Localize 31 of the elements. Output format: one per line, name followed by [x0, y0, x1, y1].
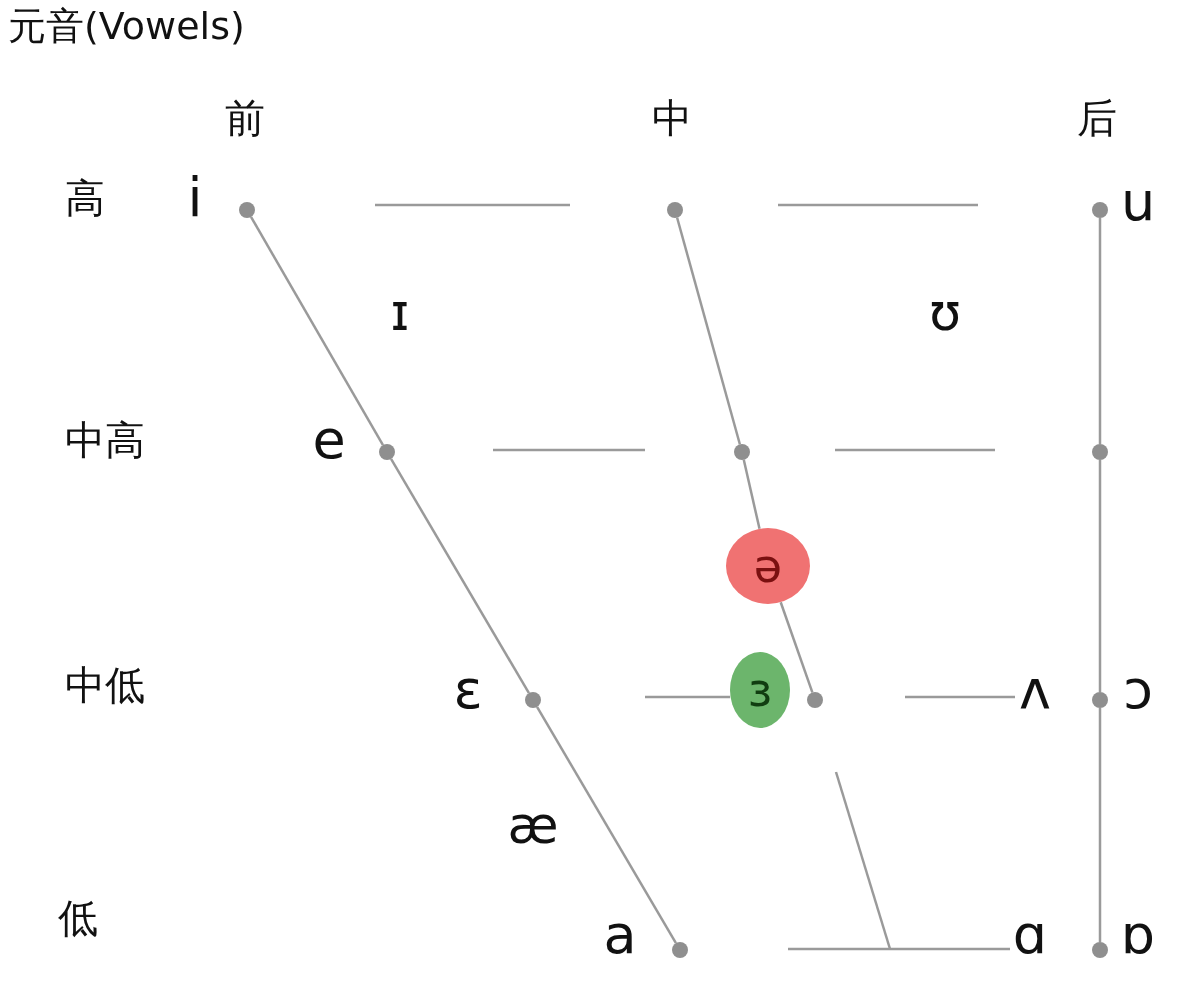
chart-line	[390, 458, 530, 694]
highlighted-vowel: ɜ	[730, 652, 790, 728]
axis-label: 高	[65, 178, 105, 218]
chart-line	[675, 217, 742, 445]
title: 元音(Vowels)	[8, 6, 245, 48]
vowel-symbol: æ	[507, 799, 559, 851]
vowel-symbol: ɔ	[1123, 663, 1153, 717]
vowel-symbol: ɒ	[1120, 908, 1156, 962]
chart-line	[249, 216, 385, 446]
vowel-symbol: i	[187, 171, 203, 225]
highlighted-vowel: ə	[726, 528, 810, 604]
chart-line	[779, 601, 814, 693]
axis-label: 中低	[65, 665, 145, 705]
vowel-symbol: ɛ	[453, 663, 483, 717]
chart-line	[742, 459, 761, 530]
chart-line	[535, 706, 678, 944]
axis-label: 中高	[65, 420, 145, 460]
vowel-symbol: ɑ	[1012, 908, 1048, 962]
vowel-symbol: ɪ	[390, 286, 410, 338]
axis-label: 低	[58, 898, 98, 938]
vowel-symbol: ʊ	[928, 286, 962, 338]
axis-label: 前	[225, 98, 265, 138]
chart-line	[1098, 218, 1102, 444]
vowel-symbol: u	[1120, 175, 1156, 229]
vowel-symbol: a	[603, 908, 637, 962]
vowel-symbol: e	[312, 413, 346, 467]
axis-label: 后	[1077, 98, 1117, 138]
axis-label: 中	[652, 98, 692, 138]
chart-line	[1098, 708, 1102, 942]
chart-line	[1098, 460, 1102, 692]
vowel-symbol: ʌ	[1019, 663, 1051, 717]
